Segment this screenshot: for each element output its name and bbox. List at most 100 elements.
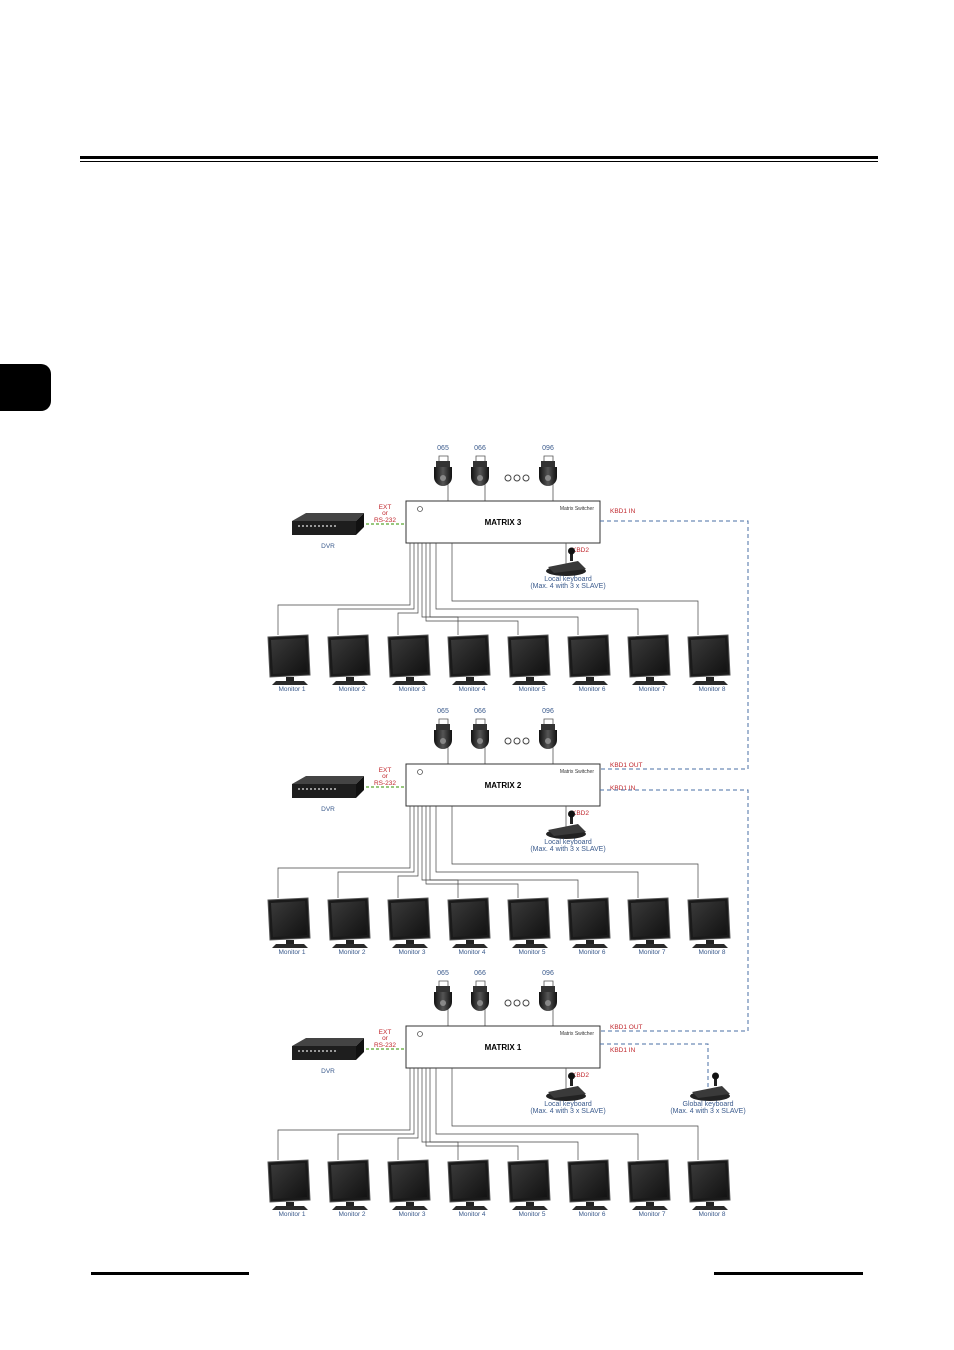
dvr-front: [292, 521, 356, 535]
dvr-top: [292, 513, 364, 521]
monitor-neck: [466, 677, 474, 681]
monitor-label: Monitor 8: [698, 949, 725, 956]
global-keyboard-note: (Max. 4 with 3 x SLAVE): [670, 1108, 745, 1115]
dome-camera-icon: [471, 461, 489, 486]
dvr-label: DVR: [321, 1068, 335, 1075]
camera-mount: [436, 986, 450, 992]
monitor-base: [692, 1206, 728, 1210]
keyboard-icon: [546, 547, 586, 576]
dvr-device-icon: [292, 776, 364, 798]
monitor-icon: [687, 897, 731, 948]
dvr-button: [334, 788, 336, 790]
monitor-screen: [451, 901, 487, 937]
more-cameras-dot: [513, 474, 521, 482]
dvr-button: [322, 525, 324, 527]
monitor-icon: [267, 634, 311, 685]
monitor-label: Monitor 3: [398, 1211, 425, 1218]
camera-label: 096: [542, 970, 554, 977]
monitor-cable: [429, 1068, 579, 1160]
monitor-screen: [571, 1163, 607, 1199]
monitor-base: [632, 681, 668, 685]
monitor-cable: [451, 543, 699, 635]
joystick-shaft: [570, 551, 573, 561]
local-keyboard-note: (Max. 4 with 3 x SLAVE): [530, 583, 605, 590]
monitor-screen: [271, 638, 307, 674]
dvr-button: [298, 525, 300, 527]
monitor-icon: [567, 897, 611, 948]
dvr-button: [302, 525, 304, 527]
camera-mount: [436, 461, 450, 467]
matrix-switcher-box: [405, 763, 601, 807]
monitor-base: [392, 1206, 428, 1210]
dvr-button: [326, 525, 328, 527]
camera-label: 096: [542, 445, 554, 452]
matrix-switcher-label: Matrix Switcher: [560, 1031, 595, 1037]
monitor-neck: [406, 1202, 414, 1206]
dvr-button: [334, 1050, 336, 1052]
monitor-label: Monitor 1: [278, 686, 305, 693]
joystick-shaft: [570, 814, 573, 824]
monitor-base: [452, 944, 488, 948]
monitor-base: [392, 944, 428, 948]
monitor-screen: [451, 1163, 487, 1199]
keyboard-top: [692, 1086, 730, 1098]
monitor-cable: [337, 543, 415, 635]
monitor-neck: [466, 940, 474, 944]
monitor-icon: [507, 897, 551, 948]
monitor-cable: [277, 1068, 411, 1160]
dvr-side: [356, 776, 364, 798]
keyboard-top: [548, 561, 586, 573]
camera-label: 096: [542, 708, 554, 715]
monitor-base: [632, 1206, 668, 1210]
matrix-name: MATRIX 1: [485, 1043, 522, 1052]
monitor-screen: [451, 638, 487, 674]
local-keyboard-note: (Max. 4 with 3 x SLAVE): [530, 846, 605, 853]
more-cameras-dot: [513, 999, 521, 1007]
dome-camera-icon: [539, 461, 557, 486]
monitor-cable: [277, 543, 411, 635]
dvr-button: [310, 788, 312, 790]
monitor-neck: [586, 1202, 594, 1206]
monitor-icon: [387, 1159, 431, 1210]
dome-camera-icon: [539, 724, 557, 749]
camera-mount: [541, 724, 555, 730]
dvr-top: [292, 776, 364, 784]
joystick-knob: [568, 1072, 575, 1080]
dome-camera-icon: [434, 986, 452, 1011]
or-label: or: [382, 773, 389, 780]
monitor-base: [332, 681, 368, 685]
monitor-base: [332, 1206, 368, 1210]
dome-camera-icon: [434, 724, 452, 749]
monitor-icon: [267, 1159, 311, 1210]
dome-camera-icon: [471, 986, 489, 1011]
monitor-neck: [646, 940, 654, 944]
camera-lens: [440, 1000, 446, 1006]
monitor-base: [692, 944, 728, 948]
dome-camera-icon: [434, 461, 452, 486]
monitor-neck: [646, 677, 654, 681]
monitor-icon: [507, 1159, 551, 1210]
monitor-icon: [447, 897, 491, 948]
dvr-button: [310, 1050, 312, 1052]
dvr-button: [298, 788, 300, 790]
kbd1-in-label: KBD1 IN: [610, 785, 636, 792]
kbd1-in-label: KBD1 IN: [610, 508, 636, 515]
dvr-button: [318, 788, 320, 790]
dvr-button: [318, 1050, 320, 1052]
more-cameras-dot: [513, 737, 521, 745]
camera-mount: [436, 724, 450, 730]
dvr-button: [314, 525, 316, 527]
rs232-label: RS-232: [374, 517, 396, 524]
local-keyboard-label: Local keyboard: [544, 576, 592, 583]
rs232-label: RS-232: [374, 1042, 396, 1049]
monitor-cable: [425, 1068, 519, 1160]
monitor-neck: [586, 940, 594, 944]
monitor-base: [572, 1206, 608, 1210]
kbd2-label: KBD2: [572, 1072, 589, 1079]
monitor-cable: [425, 806, 519, 898]
monitor-neck: [286, 1202, 294, 1206]
more-cameras-dot: [504, 737, 512, 745]
camera-label: 065: [437, 445, 449, 452]
monitor-neck: [706, 677, 714, 681]
monitor-base: [512, 944, 548, 948]
